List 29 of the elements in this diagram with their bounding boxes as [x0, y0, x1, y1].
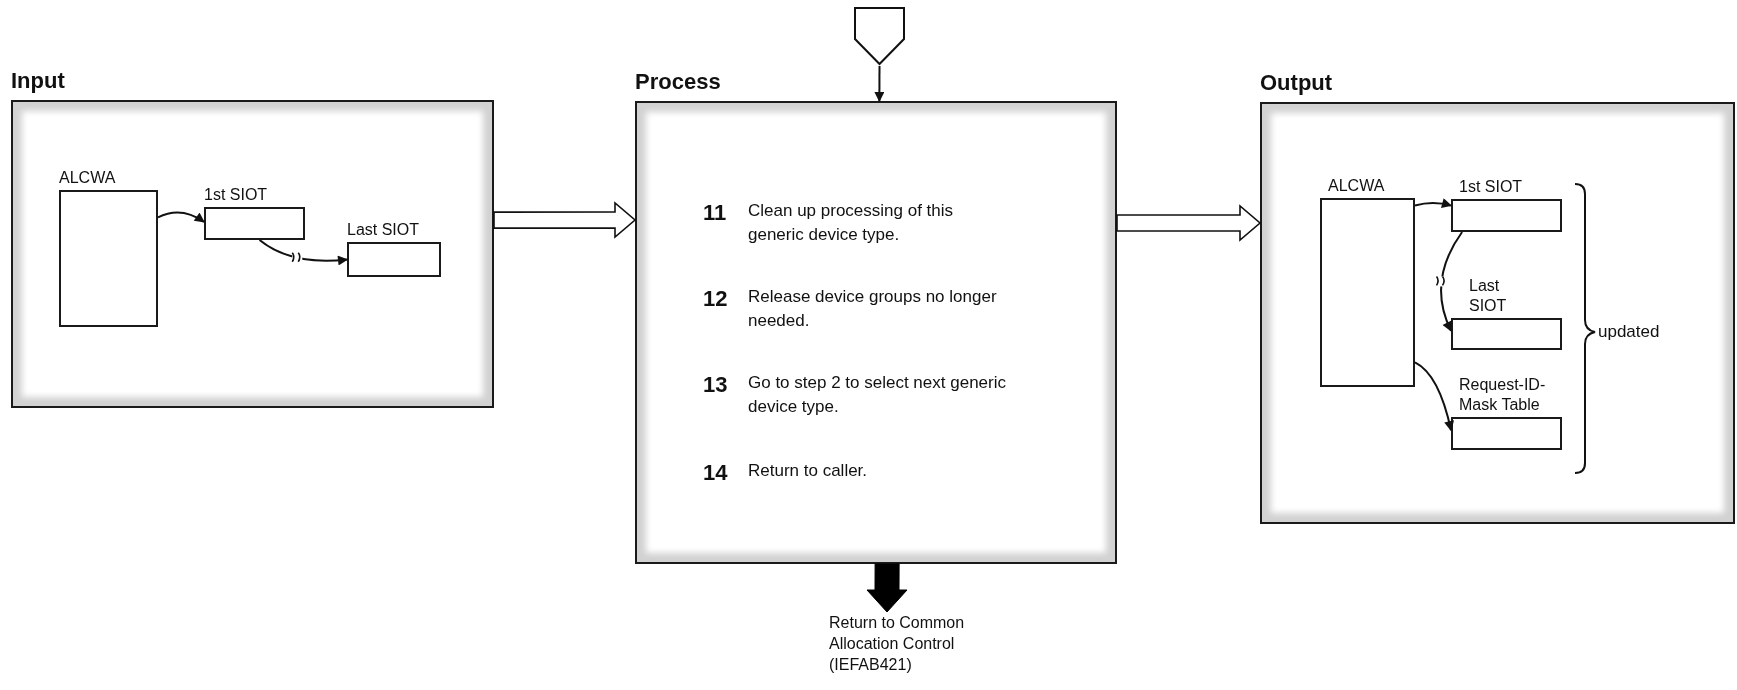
block-label: 1st SIOT: [1459, 177, 1524, 197]
step-number: 14: [703, 459, 728, 487]
block-label: ALCWA: [1328, 176, 1386, 196]
panel-heading: Process: [635, 69, 721, 95]
arrow: [1440, 231, 1464, 332]
step-text: Return to caller.: [748, 460, 869, 482]
step-number: 13: [703, 371, 728, 399]
hollow-arrow: [1116, 204, 1262, 242]
step-text: Release device groups no longer needed.: [748, 286, 998, 332]
step-number: 11: [703, 199, 727, 227]
brace-label: updated: [1598, 321, 1660, 343]
step-text: Clean up processing of this generic device type.: [748, 200, 955, 246]
block-label: Last SIOT: [1469, 276, 1508, 316]
block-label: 1st SIOT: [204, 185, 269, 205]
step-text: Go to step 2 to select next generic device type.: [748, 372, 1007, 418]
arrow: [258, 239, 348, 266]
return-note: Return to Common Allocation Control (IEFAB421): [829, 613, 966, 675]
arrow: [874, 65, 885, 102]
hollow-arrow: [493, 201, 637, 239]
arrow: [157, 211, 205, 223]
block-arrow: [866, 563, 908, 613]
arrow: [1414, 361, 1454, 432]
panel-heading: Output: [1260, 70, 1333, 96]
block-label: Last SIOT: [347, 220, 421, 240]
arrow: [1414, 198, 1452, 209]
block-label: Request-ID-Mask Table: [1459, 375, 1547, 415]
panel-heading: Input: [11, 68, 65, 94]
step-number: 12: [703, 285, 728, 313]
block-label: ALCWA: [59, 168, 117, 188]
